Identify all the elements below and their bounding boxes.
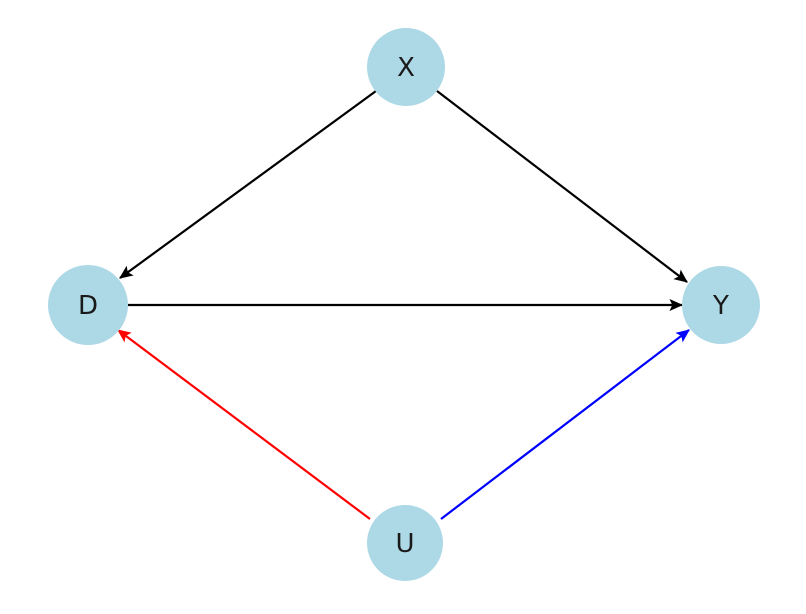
edge-u-to-y: [440, 329, 690, 520]
node-label-d: D: [78, 291, 98, 321]
node-label-u: U: [395, 529, 414, 559]
node-circle-d[interactable]: [48, 265, 128, 345]
node-circle-x[interactable]: [367, 28, 445, 106]
node-x[interactable]: X: [367, 28, 445, 106]
node-circle-y[interactable]: [682, 266, 760, 344]
nodes-layer: X D Y U: [48, 28, 760, 581]
edge-x-to-y: [436, 90, 688, 283]
edges-layer: [117, 90, 690, 520]
edge-u-to-d: [117, 329, 371, 520]
node-d[interactable]: D: [48, 265, 128, 345]
node-label-x: X: [397, 53, 415, 83]
edge-x-to-d: [119, 90, 377, 279]
node-label-y: Y: [712, 291, 729, 321]
node-y[interactable]: Y: [682, 266, 760, 344]
node-circle-u[interactable]: [367, 505, 443, 581]
node-u[interactable]: U: [367, 505, 443, 581]
